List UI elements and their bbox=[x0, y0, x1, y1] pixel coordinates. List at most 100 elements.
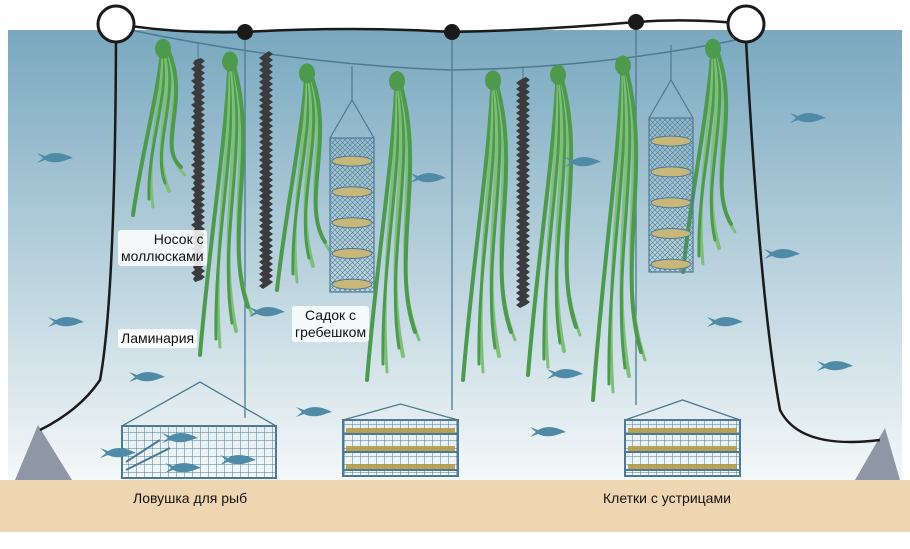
kelp-frond bbox=[711, 38, 733, 226]
kelp-plant bbox=[591, 55, 647, 402]
right-anchor bbox=[855, 428, 900, 480]
small-buoy bbox=[237, 24, 253, 40]
kelp-frond bbox=[544, 65, 560, 369]
fish-trap-label: Ловушка для рыб bbox=[133, 490, 248, 506]
kelp-frond bbox=[621, 55, 643, 354]
kelp-frond bbox=[303, 63, 316, 260]
mussel-sock bbox=[191, 58, 205, 282]
mussel-sock bbox=[259, 51, 273, 289]
kelp-frond bbox=[131, 38, 165, 217]
kelp-frond bbox=[161, 38, 183, 169]
lantern-bridle bbox=[329, 98, 375, 139]
scallop-tier bbox=[331, 155, 373, 167]
scallop-tier bbox=[331, 278, 373, 290]
kelp-holdfast bbox=[222, 51, 238, 72]
kelp-frond bbox=[699, 39, 715, 266]
kelp-plant bbox=[526, 64, 582, 377]
scallop-tier bbox=[331, 186, 373, 198]
kelp-holdfast bbox=[615, 55, 631, 76]
kelp-frond bbox=[216, 52, 232, 349]
left-mooring-line bbox=[39, 39, 118, 432]
kelp-frond bbox=[275, 63, 309, 292]
large-surface-buoy bbox=[96, 4, 136, 44]
oyster-layer bbox=[346, 464, 455, 470]
oyster-cages-label: Клетки с устрицами bbox=[603, 490, 731, 506]
fish bbox=[220, 455, 256, 465]
oyster-layer bbox=[346, 446, 455, 452]
fish bbox=[707, 317, 743, 327]
oyster-cage-bridle bbox=[342, 403, 459, 421]
scallop-lantern-label: Садок с гребешком bbox=[292, 306, 370, 342]
kelp-frond bbox=[365, 71, 399, 382]
large-surface-buoy bbox=[726, 4, 766, 44]
kelp-plant bbox=[131, 38, 187, 217]
kelp-frond bbox=[609, 55, 625, 394]
left-anchor bbox=[15, 425, 72, 480]
kelp-frond bbox=[709, 39, 722, 242]
fish bbox=[410, 173, 446, 183]
oyster-layer bbox=[628, 464, 737, 470]
oyster-cage-bridle bbox=[624, 399, 741, 421]
oyster-layer bbox=[628, 446, 737, 452]
fish-trap-funnel bbox=[125, 439, 171, 471]
kelp-label: Ламинария bbox=[118, 329, 198, 348]
right-mooring-line bbox=[744, 39, 881, 444]
kelp-frond bbox=[383, 71, 399, 374]
kelp-frond bbox=[526, 64, 560, 377]
mussel-sock bbox=[516, 77, 530, 308]
scallop-lantern-label-line2: гребешком bbox=[295, 324, 367, 340]
fish bbox=[165, 463, 201, 473]
kelp-frond bbox=[554, 64, 566, 353]
kelp-holdfast bbox=[550, 64, 566, 85]
fish bbox=[129, 372, 165, 382]
kelp-frond bbox=[556, 64, 578, 329]
fish-trap-bridle bbox=[121, 381, 277, 427]
kelp-holdfast bbox=[155, 38, 171, 59]
kelp-frond bbox=[619, 55, 632, 370]
kelp-plant bbox=[461, 70, 517, 382]
fish bbox=[530, 427, 566, 437]
scallop-tier bbox=[650, 197, 692, 209]
kelp-frond bbox=[159, 39, 172, 185]
kelp-holdfast bbox=[299, 63, 315, 84]
fish bbox=[565, 157, 601, 167]
scallop-tier bbox=[331, 248, 373, 259]
small-buoy bbox=[444, 24, 460, 40]
kelp-frond bbox=[228, 51, 250, 309]
kelp-frond bbox=[198, 51, 232, 357]
kelp-frond bbox=[393, 71, 405, 358]
kelp-frond bbox=[293, 63, 309, 284]
fish bbox=[764, 249, 800, 259]
fish bbox=[547, 369, 583, 379]
oyster-layer bbox=[628, 428, 737, 434]
kelp-frond bbox=[619, 55, 631, 378]
fish bbox=[296, 407, 332, 417]
oyster-layer bbox=[346, 428, 455, 434]
fish bbox=[817, 361, 853, 371]
scallop-tier bbox=[650, 228, 692, 239]
small-buoy bbox=[628, 14, 644, 30]
fish-trap bbox=[121, 425, 277, 479]
scallop-tier bbox=[650, 135, 692, 147]
kelp-frond bbox=[226, 52, 239, 325]
fish bbox=[48, 317, 84, 327]
scallop-tier bbox=[650, 166, 692, 178]
fish bbox=[249, 307, 285, 317]
kelp-frond bbox=[393, 71, 406, 350]
kelp-frond bbox=[591, 55, 625, 402]
kelp-plant bbox=[365, 71, 421, 382]
mussel-sock-label-line1: Носок с bbox=[153, 231, 204, 247]
kelp-holdfast bbox=[705, 38, 721, 59]
kelp-frond bbox=[226, 51, 238, 333]
lantern-bridle bbox=[648, 78, 694, 119]
seabed bbox=[0, 480, 910, 532]
kelp-frond bbox=[489, 70, 502, 350]
kelp-frond bbox=[489, 70, 501, 358]
kelp-plant bbox=[198, 51, 254, 357]
kelp-frond bbox=[149, 39, 165, 209]
kelp-holdfast bbox=[485, 70, 501, 91]
kelp-holdfast bbox=[389, 71, 405, 92]
scallop-tier bbox=[650, 258, 692, 270]
